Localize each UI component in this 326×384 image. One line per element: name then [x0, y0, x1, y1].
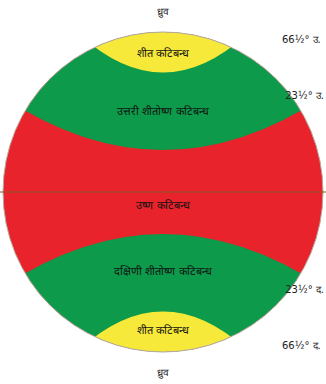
latitude-label: 66½° उ. — [282, 34, 321, 46]
north-frigid-fill — [40, 0, 286, 73]
temperate-zone: दक्षिणी शीतोष्ण कटिबन्ध — [110, 263, 216, 280]
frigid-zone: शीत कटिबन्ध — [133, 322, 194, 339]
latitude-label: 23½° उ. — [285, 90, 324, 102]
equator-line — [0, 192, 326, 193]
pole-label: ध्रुव — [157, 6, 169, 18]
zone-name: दक्षिणी शीतोष्ण कटिबन्ध — [110, 265, 216, 278]
torrid-zone: उष्ण कटिबन्ध — [132, 197, 194, 214]
pole-label: ध्रुव — [157, 367, 169, 379]
zone-name: उत्तरी शीतोष्ण कटिबन्ध — [113, 105, 213, 118]
north-temperate-fill — [0, 0, 326, 150]
latitude-label: 23½° द. — [285, 284, 324, 296]
south-frigid-fill — [40, 312, 286, 384]
zone-name: शीत कटिबन्ध — [133, 324, 194, 337]
zone-name: शीत कटिबन्ध — [133, 47, 194, 60]
temperate-zone: उत्तरी शीतोष्ण कटिबन्ध — [113, 103, 213, 120]
latitude-label: 66½° द. — [282, 340, 321, 352]
south-temperate-fill — [0, 234, 326, 384]
zone-name: उष्ण कटिबन्ध — [132, 199, 194, 212]
frigid-zone: शीत कटिबन्ध — [133, 45, 194, 62]
